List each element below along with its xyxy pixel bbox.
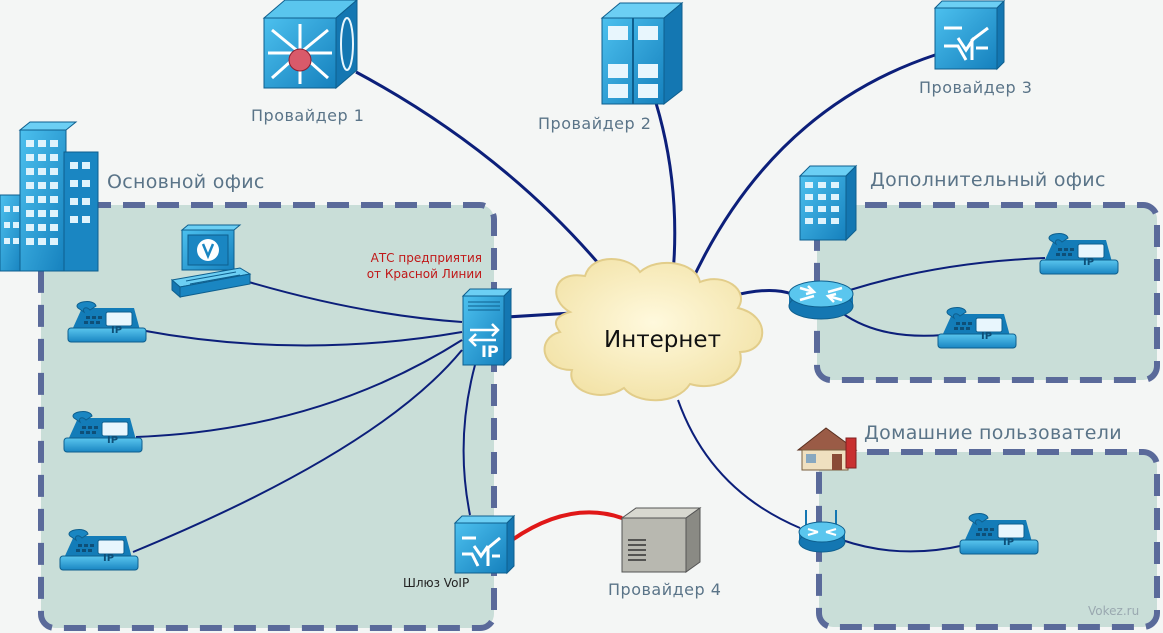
- phone-ip-badge: IP: [1083, 257, 1094, 268]
- router-icon: [788, 280, 854, 320]
- branch-office-zone: [814, 202, 1160, 383]
- phone-ip-badge: IP: [107, 435, 118, 446]
- voip-gateway-label: Шлюз VoIP: [403, 576, 470, 590]
- house-icon: [796, 427, 858, 471]
- pstn-switch-icon: [620, 507, 702, 573]
- router-icon: [933, 0, 1006, 71]
- cloud-icon: [543, 258, 764, 402]
- watermark: Vokez.ru: [1088, 604, 1140, 618]
- pbx-label-line2: от Красной Линии: [366, 267, 482, 281]
- phone-ip-badge: IP: [103, 553, 114, 564]
- provider2-label: Провайдер 2: [538, 114, 652, 133]
- phone-ip-badge: IP: [111, 325, 122, 336]
- main-office-label: Основной офис: [107, 171, 265, 193]
- provider3-label: Провайдер 3: [919, 78, 1033, 97]
- provider1-label: Провайдер 1: [251, 106, 365, 125]
- multilayer-switch-icon: [262, 0, 358, 90]
- provider4-label: Провайдер 4: [608, 580, 722, 599]
- pbx-label: АТС предприятия от Красной Линии: [340, 250, 482, 282]
- main-office-zone: [38, 202, 497, 631]
- phone-ip-badge: IP: [981, 331, 992, 342]
- server-icon: [600, 1, 684, 106]
- building-icon: [798, 164, 858, 242]
- branch-office-label: Дополнительный офис: [870, 169, 1106, 191]
- voip-gateway-icon: [453, 514, 516, 575]
- pbx-label-line1: АТС предприятия: [370, 251, 482, 265]
- pbx-ip-badge: IP: [481, 342, 499, 361]
- pstn-link: [510, 510, 623, 542]
- phone-ip-badge: IP: [1003, 537, 1014, 548]
- ip-pbx-icon: [461, 287, 513, 367]
- wireless-router-icon: [798, 510, 846, 553]
- lan-links: [132, 257, 1046, 553]
- internet-label: Интернет: [604, 327, 721, 353]
- home-users-label: Домашние пользователи: [864, 422, 1122, 444]
- workstation-icon: [170, 224, 252, 299]
- building-icon: [0, 121, 99, 272]
